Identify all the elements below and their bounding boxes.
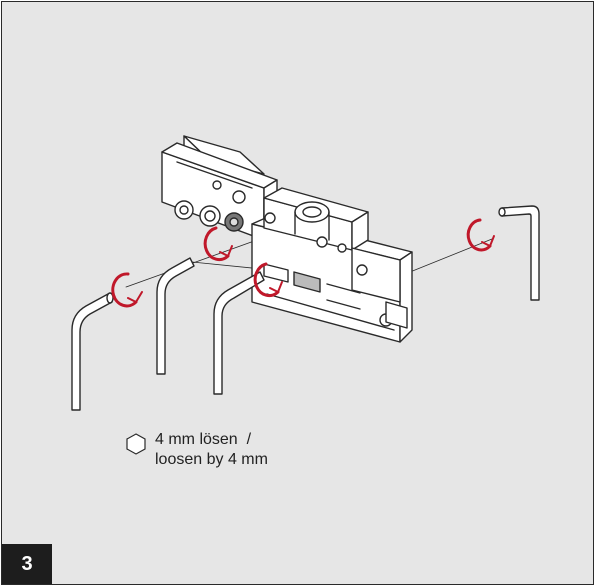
closer-mechanism	[161, 135, 413, 343]
instruction-english: loosen by 4 mm	[155, 451, 268, 468]
hex-key	[498, 205, 540, 301]
alignment-line	[409, 238, 493, 273]
instruction-caption: 4 mm lösen / loosen by 4 mm	[125, 430, 268, 470]
rotation-arrow-icon	[253, 262, 283, 298]
hex-key	[213, 271, 265, 395]
hex-key-icon	[126, 433, 146, 455]
rotation-arrow-icon	[111, 272, 143, 308]
step-number-badge: 3	[2, 544, 52, 584]
hex-key	[71, 292, 114, 411]
instruction-german: 4 mm lösen /	[155, 431, 252, 448]
hex-key	[156, 257, 195, 375]
rotation-arrows	[111, 218, 495, 308]
rotation-arrow-icon	[203, 226, 233, 262]
rotation-arrow-icon	[466, 218, 495, 252]
